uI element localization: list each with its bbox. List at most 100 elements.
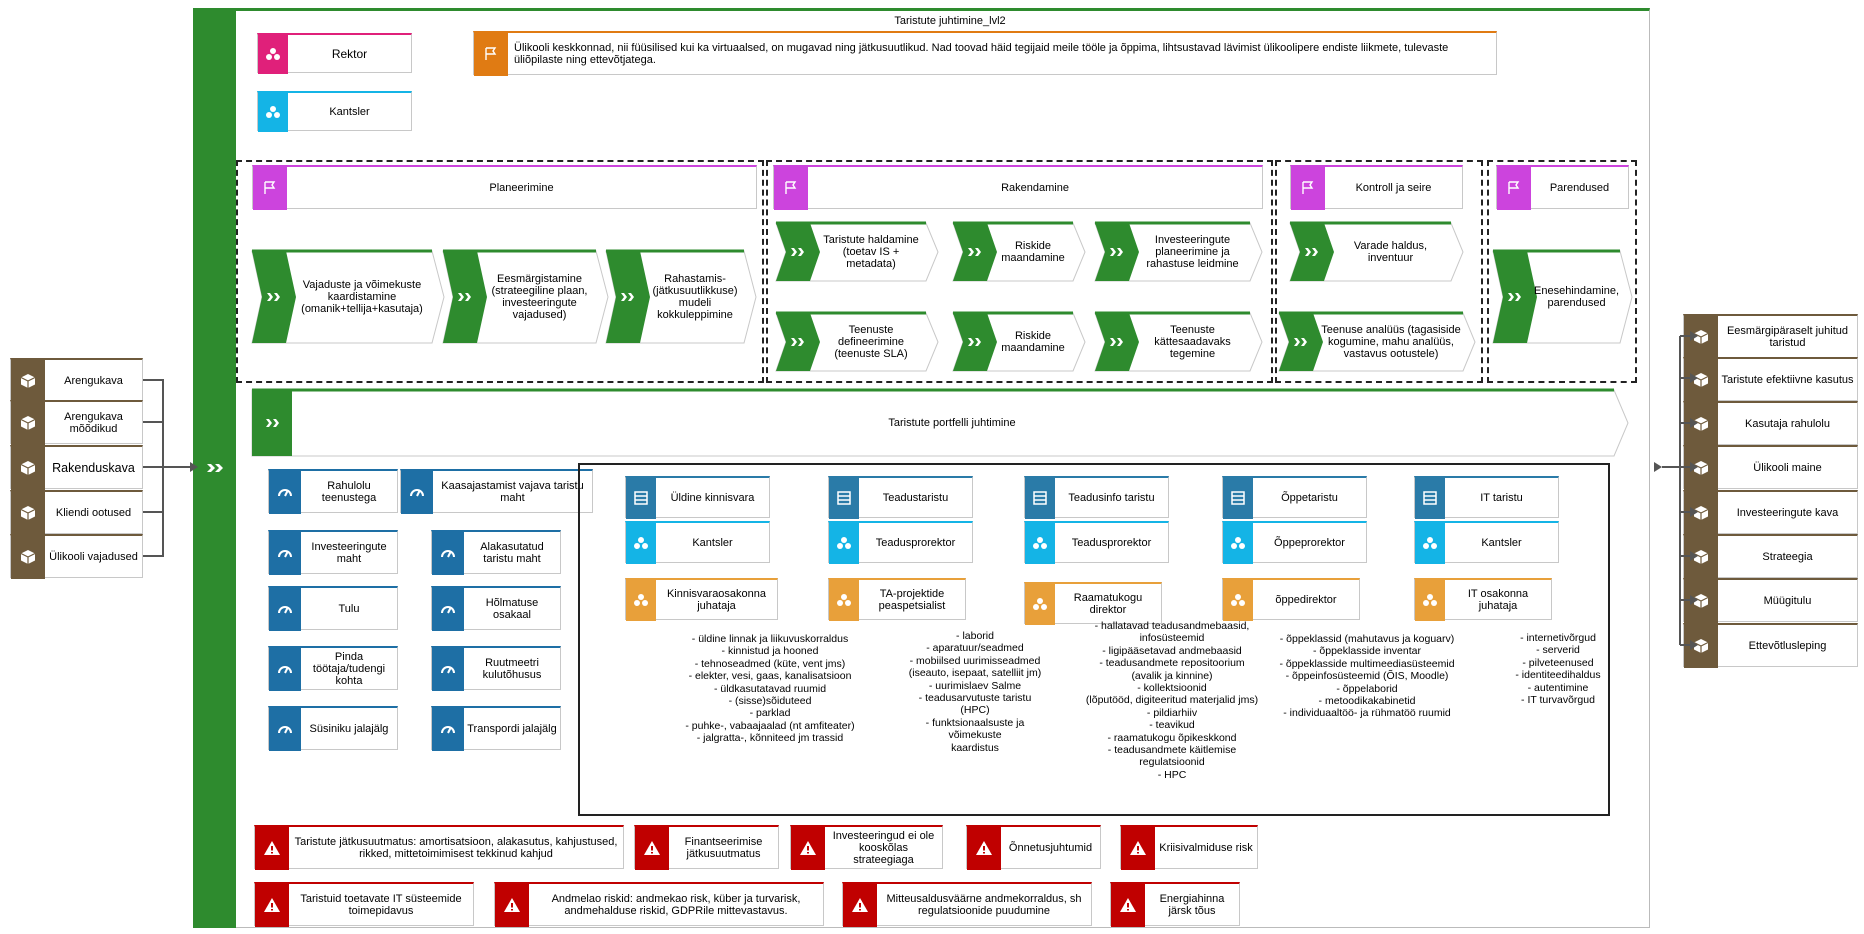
input-item[interactable]: Arengukava: [10, 358, 143, 403]
step-risk-mitigation-1[interactable]: Riskide maandamine: [952, 221, 1086, 282]
step-label: Teenuse analüüs (tagasiside kogumine, ma…: [1321, 324, 1461, 360]
risk-item[interactable]: Taristuid toetavate IT süsteemide toimep…: [254, 882, 474, 927]
step-chevron-shape: [775, 311, 939, 372]
infra-type[interactable]: Õppetaristu: [1222, 476, 1367, 519]
input-item[interactable]: Ülikooli vajadused: [10, 534, 143, 579]
infra-items-list: - üldine linnak ja liikuvuskorraldus - k…: [685, 633, 855, 745]
risk-label: Mitteusaldusväärne andmekorraldus, sh re…: [886, 892, 1082, 917]
server-icon: [626, 476, 656, 519]
phase-frame-planning: [236, 160, 764, 383]
phase-title: Kontroll ja seire: [1355, 181, 1432, 194]
gauge-icon: [432, 530, 464, 575]
infra-owner[interactable]: Teadusprorektor: [828, 521, 973, 564]
step-self-assessment[interactable]: Enesehindamine, parendused: [1492, 249, 1633, 344]
phase-header-implementation[interactable]: Rakendamine: [773, 165, 1263, 210]
warning-icon: [255, 825, 289, 870]
phase-header-control[interactable]: Kontroll ja seire: [1290, 165, 1463, 210]
risk-item[interactable]: Energiahinna järsk tõus: [1110, 882, 1240, 927]
output-label: Ettevõtlusleping: [1748, 639, 1827, 652]
output-item[interactable]: Taristute efektiivne kasutus: [1683, 357, 1858, 402]
risk-item[interactable]: Investeeringud ei ole kooskõlas strateeg…: [790, 825, 943, 870]
infra-manager[interactable]: IT osakonna juhataja: [1414, 578, 1552, 621]
step-infra-management[interactable]: Taristute haldamine (toetav IS + metadat…: [775, 221, 939, 282]
infra-manager[interactable]: Raamatukogu direktor: [1024, 582, 1162, 625]
main-process-bar: [193, 8, 236, 928]
kpi-item[interactable]: Tulu: [268, 586, 398, 631]
kpi-item[interactable]: Pinda töötaja/tudengi kohta: [268, 646, 398, 691]
output-item[interactable]: Müügitulu: [1683, 578, 1858, 623]
person-icon: [829, 521, 859, 564]
step-chevron-shape: [952, 311, 1086, 372]
infra-type[interactable]: IT taristu: [1414, 476, 1559, 519]
step-asset-management[interactable]: Varade haldus, inventuur: [1289, 221, 1464, 282]
infra-owner[interactable]: Kantsler: [625, 521, 770, 564]
risk-item[interactable]: Õnnetusjuhtumid: [966, 825, 1101, 870]
input-item[interactable]: Rakenduskava: [10, 445, 143, 490]
infra-type[interactable]: Teadustaristu: [828, 476, 973, 519]
kpi-item[interactable]: Hõlmatuse osakaal: [431, 586, 561, 631]
person-icon: [258, 91, 288, 132]
infra-type[interactable]: Teadusinfo taristu: [1024, 476, 1169, 519]
cube-icon: [1684, 534, 1718, 579]
cube-icon: [1684, 445, 1718, 490]
risk-item[interactable]: Kriisivalmiduse risk: [1120, 825, 1258, 870]
phase-frame-control: [1275, 160, 1483, 383]
step-service-availability[interactable]: Teenuste kättesaadavaks tegemine: [1094, 311, 1263, 372]
infra-manager-label: TA-projektide peaspetsialist: [878, 587, 946, 612]
infra-manager[interactable]: TA-projektide peaspetsialist: [828, 578, 966, 621]
infra-manager-label: IT osakonna juhataja: [1467, 587, 1529, 612]
output-item[interactable]: Strateegia: [1683, 534, 1858, 579]
infra-owner[interactable]: Teadusprorektor: [1024, 521, 1169, 564]
step-service-analysis[interactable]: Teenuse analüüs (tagasiside kogumine, ma…: [1278, 311, 1476, 372]
input-item[interactable]: Kliendi ootused: [10, 490, 143, 535]
kpi-label: Kaasajastamist vajava taristu maht: [441, 479, 584, 504]
step-investment-planning[interactable]: Investeeringute planeerimine ja rahastus…: [1094, 221, 1263, 282]
person-icon: [258, 33, 288, 74]
step-funding-model[interactable]: Rahastamis- (jätkusuutlikkuse) mudeli ko…: [605, 249, 757, 344]
risk-label: Energiahinna järsk tõus: [1159, 892, 1225, 917]
step-label: Investeeringute planeerimine ja rahastus…: [1146, 234, 1239, 270]
step-chevron-shape: [1094, 311, 1263, 372]
kpi-label: Ruutmeetri kulutõhusus: [482, 656, 542, 681]
kpi-item[interactable]: Kaasajastamist vajava taristu maht: [400, 469, 593, 514]
infra-owner[interactable]: Kantsler: [1414, 521, 1559, 564]
step-label: Teenuste defineerimine (teenuste SLA): [834, 324, 908, 360]
infra-manager[interactable]: õppedirektor: [1222, 578, 1360, 621]
phase-header-planning[interactable]: Planeerimine: [252, 165, 757, 210]
warning-icon: [635, 825, 669, 870]
phase-header-improvement[interactable]: Parendused: [1496, 165, 1629, 210]
goal-box[interactable]: Ülikooli keskkonnad, nii füüsilised kui …: [473, 31, 1497, 76]
role-label: Kantsler: [329, 105, 370, 118]
step-chevron-shape: [1094, 221, 1263, 282]
step-service-definition[interactable]: Teenuste defineerimine (teenuste SLA): [775, 311, 939, 372]
infra-manager[interactable]: Kinnisvaraosakonna juhataja: [625, 578, 778, 621]
role-rektor[interactable]: Rektor: [257, 33, 412, 74]
role-kantsler[interactable]: Kantsler: [257, 91, 412, 132]
diagram-title: Taristute juhtimine_lvl2: [894, 15, 1006, 27]
infra-type[interactable]: Üldine kinnisvara: [625, 476, 770, 519]
kpi-item[interactable]: Alakasutatud taristu maht: [431, 530, 561, 575]
step-chevron-shape: [952, 221, 1086, 282]
kpi-item[interactable]: Ruutmeetri kulutõhusus: [431, 646, 561, 691]
kpi-item[interactable]: Rahulolu teenustega: [268, 469, 398, 514]
kpi-item[interactable]: Transpordi jalajälg: [431, 706, 561, 751]
risk-item[interactable]: Mitteusaldusväärne andmekorraldus, sh re…: [842, 882, 1092, 927]
step-goal-setting[interactable]: Eesmärgistamine (strateegiline plaan, in…: [442, 249, 609, 344]
step-needs-mapping[interactable]: Vajaduste ja võimekuste kaardistamine (o…: [251, 249, 445, 344]
phase-title: Parendused: [1549, 181, 1610, 194]
output-item[interactable]: Kasutaja rahulolu: [1683, 401, 1858, 446]
risk-item[interactable]: Taristute jätkusuutmatus: amortisatsioon…: [254, 825, 624, 870]
kpi-label: Tulu: [338, 602, 360, 615]
output-label: Eesmärgipäraselt juhitud taristud: [1726, 324, 1849, 349]
kpi-label: Investeeringute maht: [311, 540, 387, 565]
risk-item[interactable]: Finantseerimise jätkusuutmatus: [634, 825, 779, 870]
kpi-item[interactable]: Süsiniku jalajälg: [268, 706, 398, 751]
portfolio-process[interactable]: Taristute portfelli juhtimine: [251, 388, 1629, 457]
output-item[interactable]: Ülikooli maine: [1683, 445, 1858, 490]
kpi-item[interactable]: Investeeringute maht: [268, 530, 398, 575]
infra-owner[interactable]: Õppeprorektor: [1222, 521, 1367, 564]
input-item[interactable]: Arengukava mõõdikud: [10, 400, 143, 445]
risk-item[interactable]: Andmelao riskid: andmekao risk, küber ja…: [494, 882, 824, 927]
output-item[interactable]: Investeeringute kava: [1683, 490, 1858, 535]
step-risk-mitigation-2[interactable]: Riskide maandamine: [952, 311, 1086, 372]
